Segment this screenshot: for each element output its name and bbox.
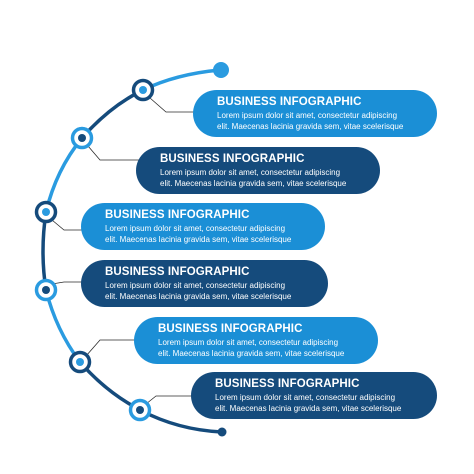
pill-4-title: BUSINESS INFOGRAPHIC <box>105 266 250 278</box>
pill-3-line-1: Lorem ipsum dolor sit amet, consectetur … <box>105 224 286 233</box>
connector-line-3 <box>51 219 84 231</box>
timeline-node-5 <box>68 350 92 374</box>
info-pill-5: BUSINESS INFOGRAPHIC Lorem ipsum dolor s… <box>134 317 378 364</box>
timeline-node-2 <box>70 126 94 150</box>
pill-3-line-2: elit. Maecenas lacinia gravida sem, vita… <box>105 235 292 244</box>
info-pill-1: BUSINESS INFOGRAPHIC Lorem ipsum dolor s… <box>193 90 437 137</box>
pill-3-title: BUSINESS INFOGRAPHIC <box>105 209 250 221</box>
connector-line-4 <box>51 281 84 285</box>
pill-5-line-1: Lorem ipsum dolor sit amet, consectetur … <box>158 338 339 347</box>
pill-1-line-1: Lorem ipsum dolor sit amet, consectetur … <box>217 111 398 120</box>
connector-line-1 <box>149 97 196 113</box>
timeline-node-1 <box>131 78 155 102</box>
connector-line-2 <box>87 145 139 161</box>
arc-end-dot <box>217 427 227 437</box>
pill-1-line-2: elit. Maecenas lacinia gravida sem, vita… <box>217 122 404 131</box>
pill-6-title: BUSINESS INFOGRAPHIC <box>215 378 360 390</box>
pill-4-line-2: elit. Maecenas lacinia gravida sem, vita… <box>105 292 292 301</box>
connector-line-6 <box>145 395 194 405</box>
arc-segment-1 <box>142 68 221 92</box>
pill-6-line-1: Lorem ipsum dolor sit amet, consectetur … <box>215 393 396 402</box>
pill-2-line-2: elit. Maecenas lacinia gravida sem, vita… <box>160 179 347 188</box>
arc-segment-4 <box>41 211 48 291</box>
pill-1-title: BUSINESS INFOGRAPHIC <box>217 96 362 108</box>
timeline-node-6 <box>128 398 152 422</box>
info-pill-6: BUSINESS INFOGRAPHIC Lorem ipsum dolor s… <box>191 372 437 419</box>
pill-5-title: BUSINESS INFOGRAPHIC <box>158 323 303 335</box>
arc-start-dot <box>213 62 229 78</box>
timeline-node-3 <box>34 200 58 224</box>
timeline-node-4 <box>34 278 58 302</box>
info-pill-3: BUSINESS INFOGRAPHIC Lorem ipsum dolor s… <box>81 203 325 250</box>
arc-segment-6 <box>78 360 141 412</box>
pill-2-line-1: Lorem ipsum dolor sit amet, consectetur … <box>160 168 341 177</box>
pill-5-line-2: elit. Maecenas lacinia gravida sem, vita… <box>158 349 345 358</box>
pill-2-title: BUSINESS INFOGRAPHIC <box>160 153 305 165</box>
arc-segment-2 <box>80 88 144 140</box>
info-pill-2: BUSINESS INFOGRAPHIC Lorem ipsum dolor s… <box>136 147 380 194</box>
pill-6-line-2: elit. Maecenas lacinia gravida sem, vita… <box>215 404 402 413</box>
pill-4-line-1: Lorem ipsum dolor sit amet, consectetur … <box>105 281 286 290</box>
connector-line-5 <box>85 339 137 357</box>
arc-segment-3 <box>44 136 84 213</box>
arc-segment-5 <box>44 289 82 364</box>
info-pill-4: BUSINESS INFOGRAPHIC Lorem ipsum dolor s… <box>81 260 328 307</box>
